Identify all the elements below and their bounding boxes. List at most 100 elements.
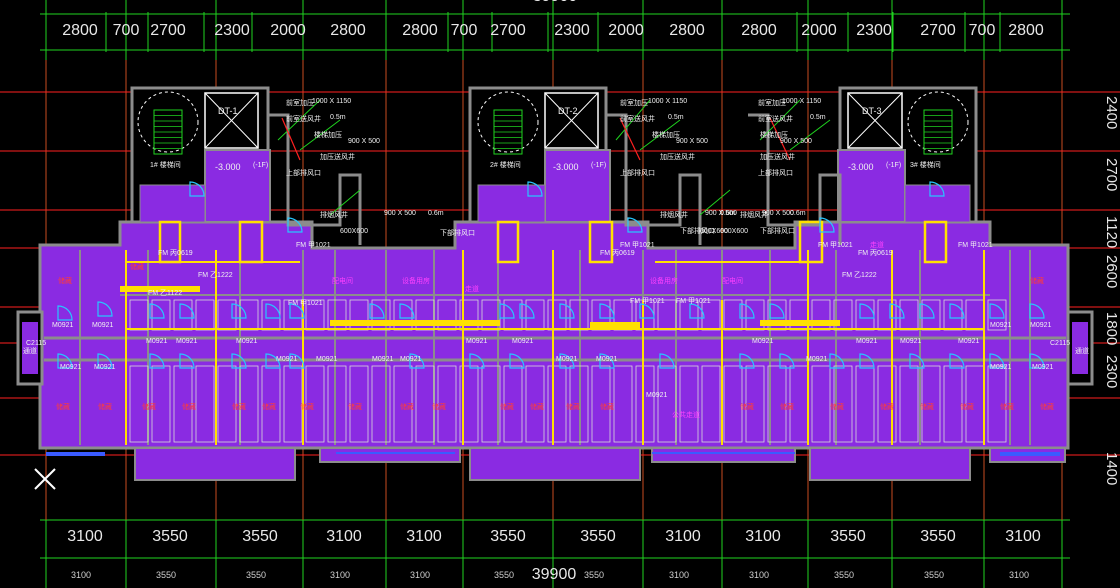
- door-tag-fm-c-3: FM 丙0619: [858, 250, 893, 257]
- stair-landing-1: [139, 184, 206, 223]
- balcony-4: [651, 447, 796, 463]
- bottom-small-dimension-5: 3100: [409, 570, 431, 580]
- fire-door-frame: [496, 220, 520, 264]
- shaft-note-3-2: 1000 X 1150: [782, 98, 822, 105]
- door-swing-icon: [769, 303, 785, 319]
- storage-cell: [569, 365, 589, 443]
- top-dimension-14: 2000: [801, 22, 837, 39]
- leader-line: [329, 189, 361, 216]
- door-swing-icon: [989, 303, 1005, 319]
- shaft-note-1-3: 前室送风井: [286, 116, 321, 123]
- door-tag-1: FM 乙1122: [148, 290, 183, 297]
- bottom-dimension-12: 3100: [1005, 528, 1041, 545]
- door-swing-icon: [599, 353, 615, 369]
- window-strip: [46, 452, 105, 456]
- storage-cell: [437, 365, 457, 443]
- top-dimension-15: 2300: [856, 22, 892, 39]
- level-mark-3: -3.000: [848, 162, 874, 172]
- shaft-note-3-13: 600X600: [720, 228, 749, 235]
- room-label-storage-13: 储藏: [500, 404, 514, 411]
- room-label-storage-7: 储藏: [232, 404, 246, 411]
- top-dimension-12: 2800: [669, 22, 705, 39]
- top-dimension-9: 2700: [490, 22, 526, 39]
- door-swing-icon: [509, 353, 525, 369]
- room-label-equipment-2: 设备用房: [650, 278, 678, 285]
- door-tag-m0921-17: M0921: [856, 338, 878, 345]
- shaft-note-1-9: 900 X 500: [384, 210, 416, 217]
- bottom-small-dimension-11: 3550: [923, 570, 945, 580]
- storage-cell: [943, 365, 963, 443]
- shaft-note-2-9: 900 X 500: [705, 210, 737, 217]
- door-tag-m0921-25: M0921: [1032, 364, 1054, 371]
- door-tag-m0921-16: M0921: [806, 356, 828, 363]
- door-tag-9: FM 甲1021: [620, 242, 655, 249]
- shaft-note-3-1: 前室加压: [758, 100, 786, 107]
- room-label-aisle-right: 通道: [1075, 348, 1089, 355]
- storage-cell: [349, 365, 369, 443]
- bottom-small-dimension-3: 3550: [245, 570, 267, 580]
- door-swing-icon: [779, 353, 795, 369]
- room-label-storage-16: 储藏: [600, 404, 614, 411]
- door-swing-icon: [189, 181, 205, 197]
- door-tag-m0921-15: M0921: [752, 338, 774, 345]
- room-label-storage-23: 储藏: [1000, 404, 1014, 411]
- room-label-storage-4: 储藏: [98, 404, 112, 411]
- fire-wall: [120, 286, 200, 292]
- shaft-note-1-6: 900 X 500: [348, 138, 380, 145]
- door-tag-10: FM 甲1021: [818, 242, 853, 249]
- door-swing-icon: [179, 353, 195, 369]
- door-swing-icon: [97, 301, 113, 317]
- level-note-2: (-1F): [591, 162, 607, 169]
- shaft-note-2-10: 排烟风井: [660, 212, 688, 219]
- elevator-cross: [204, 92, 259, 149]
- door-tag-m0921-12: M0921: [556, 356, 578, 363]
- bottom-small-dimension-2: 3550: [155, 570, 177, 580]
- storage-cell: [635, 365, 655, 443]
- shaft-note-3-8: 上部排风口: [758, 170, 793, 177]
- door-swing-icon: [739, 303, 755, 319]
- door-swing-icon: [469, 353, 485, 369]
- shaft-note-3-7: 加压送风井: [760, 154, 795, 161]
- bottom-dimension-2: 3550: [152, 528, 188, 545]
- shaft-note-3-9: 900 X 500: [762, 210, 794, 217]
- vent-shaft-1: [268, 113, 362, 245]
- right-bay-fill: [1072, 322, 1088, 374]
- top-dimension-2: 700: [112, 22, 140, 39]
- balcony-3: [469, 447, 641, 481]
- shaft-note-3-6: 900 X 500: [780, 138, 812, 145]
- door-swing-icon: [909, 353, 925, 369]
- door-swing-icon: [859, 353, 875, 369]
- storage-cell: [723, 365, 743, 443]
- door-swing-icon: [919, 303, 935, 319]
- right-dimension-7: 1400: [1103, 452, 1120, 486]
- storage-cell: [987, 365, 1007, 443]
- storage-cell: [811, 365, 831, 443]
- door-tag-m0921-13: M0921: [596, 356, 618, 363]
- top-dimension-5: 2000: [270, 22, 306, 39]
- bottom-dimension-7: 3550: [580, 528, 616, 545]
- storage-cell: [393, 365, 413, 443]
- fire-wall: [760, 320, 840, 326]
- right-dimension-5: 1800: [1103, 312, 1120, 346]
- shaft-note-2-4: 0.5m: [668, 114, 684, 121]
- door-swing-icon: [949, 353, 965, 369]
- fire-wall: [420, 320, 500, 326]
- room-label-corridor-2: 走道: [870, 242, 884, 249]
- door-swing-icon: [949, 303, 965, 319]
- room-label-storage-14: 储藏: [530, 404, 544, 411]
- stair-label-3: 3# 楼梯间: [910, 162, 941, 169]
- leader-line: [277, 99, 321, 141]
- shaft-note-2-7: 加压送风井: [660, 154, 695, 161]
- elevator-label-3: DT-3: [862, 106, 882, 116]
- balcony-5: [809, 447, 971, 481]
- room-label-storage-19: 储藏: [830, 404, 844, 411]
- bottom-small-dimension-1: 3100: [70, 570, 92, 580]
- shaft-note-1-13: 600X600: [340, 228, 369, 235]
- storage-cell: [415, 365, 435, 443]
- lobby-3: [837, 149, 906, 223]
- right-dimension-2: 2700: [1103, 158, 1120, 192]
- shaft-note-2-6: 900 X 500: [676, 138, 708, 145]
- room-label-storage-11: 储藏: [400, 404, 414, 411]
